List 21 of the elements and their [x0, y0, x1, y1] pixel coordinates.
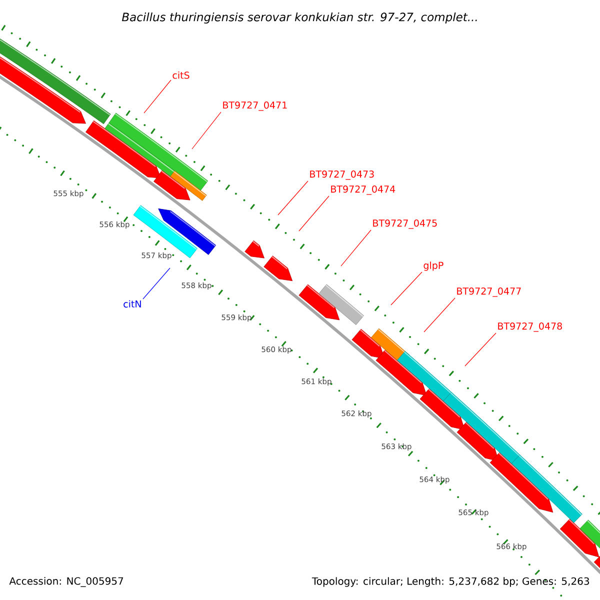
leader-line: [390, 272, 422, 306]
gene-label: citN: [124, 300, 141, 308]
leader-line: [144, 80, 172, 114]
leader-line: [298, 196, 330, 232]
gene-label: BT9727_0474: [331, 186, 396, 195]
leader-line: [142, 268, 170, 300]
gene-label: BT9727_0471: [223, 102, 287, 111]
summary-text: Topology: circular; Length: 5,237,682 bp; Genes: 5,263: [312, 577, 589, 587]
leader-line: [278, 180, 308, 216]
gene-label: BT9727_0478: [498, 322, 562, 332]
gene-label: citS: [172, 71, 190, 79]
leader-line: [340, 230, 372, 266]
gene-label: BT9727_0477: [457, 288, 521, 297]
gene-label: BT9727_0475: [373, 220, 437, 229]
title: Bacillus thuringiensis serovar konkukian str. 97-27, complet...: [122, 12, 477, 24]
gene-label: BT9727_0473: [310, 170, 374, 180]
leader-line: [192, 112, 222, 150]
accession-text: Accession: NC_005957: [9, 577, 124, 587]
leader-line: [464, 332, 496, 366]
leader-line: [424, 298, 456, 332]
gene-label: glpP: [424, 262, 444, 271]
